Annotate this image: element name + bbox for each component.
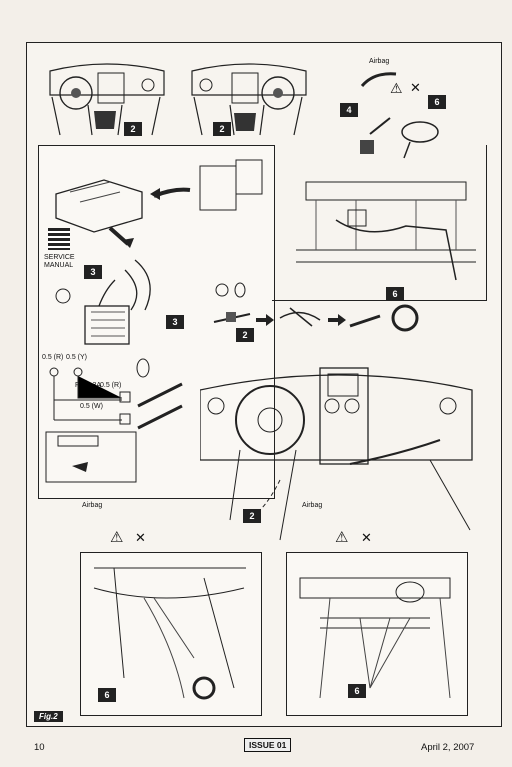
wire-label-3: 0.5 (R) [100,382,122,389]
ecu-unit [50,152,270,252]
callout-3-b: 3 [166,315,184,329]
no-icon: ✕ [410,80,421,95]
wire-label-1: 0.5 (R) [42,354,64,361]
underdash-panel [272,145,487,301]
issue-badge: ISSUE 01 [244,738,292,752]
callout-2-splice: 2 [236,328,254,342]
callout-6-bottom-right: 6 [348,684,366,698]
airbag-connector-top [360,68,400,90]
service-manual-icon [48,228,70,250]
warning-icon: ⚠ [390,80,403,96]
cockpit-drawing [200,360,480,550]
warning-icon-left: ⚠ [110,529,124,546]
wiring-schematic [42,362,192,492]
callout-2-top-left: 2 [124,122,142,136]
footwell-right-drawing [290,558,462,708]
callout-3-a: 3 [84,265,102,279]
wire-label-2: 0.5 (Y) [66,354,88,361]
airbag-label-right: Airbag [302,502,323,509]
callout-6-top: 6 [428,95,446,109]
no-icon-right: ✕ [361,530,372,545]
footwell-panel-right [286,552,468,716]
dash-view-right [190,55,308,137]
connector-harness [55,250,195,380]
callout-4: 4 [340,103,358,117]
callout-6-bottom-left: 6 [98,688,116,702]
splice-sequence [210,278,425,338]
callout-2-cockpit: 2 [243,509,261,523]
wire-label-4: 0.5 (W) [80,403,103,410]
service-manual-label: SERVICE MANUAL [44,254,75,269]
figure-tag: Fig.2 [34,711,63,722]
airbag-label-top: Airbag [369,58,390,65]
dash-view-left [48,55,166,137]
tie-wrap-detail [352,112,452,160]
underdash-drawing [296,170,476,300]
no-icon-left: ✕ [135,530,146,545]
footwell-left-drawing [84,558,256,708]
warning-icon-right: ⚠ [335,529,349,546]
page-number: 10 [34,742,45,753]
issue-date: April 2, 2007 [421,742,475,753]
airbag-label-left: Airbag [82,502,103,509]
callout-2-top-right: 2 [213,122,231,136]
callout-6-underdash: 6 [386,287,404,301]
